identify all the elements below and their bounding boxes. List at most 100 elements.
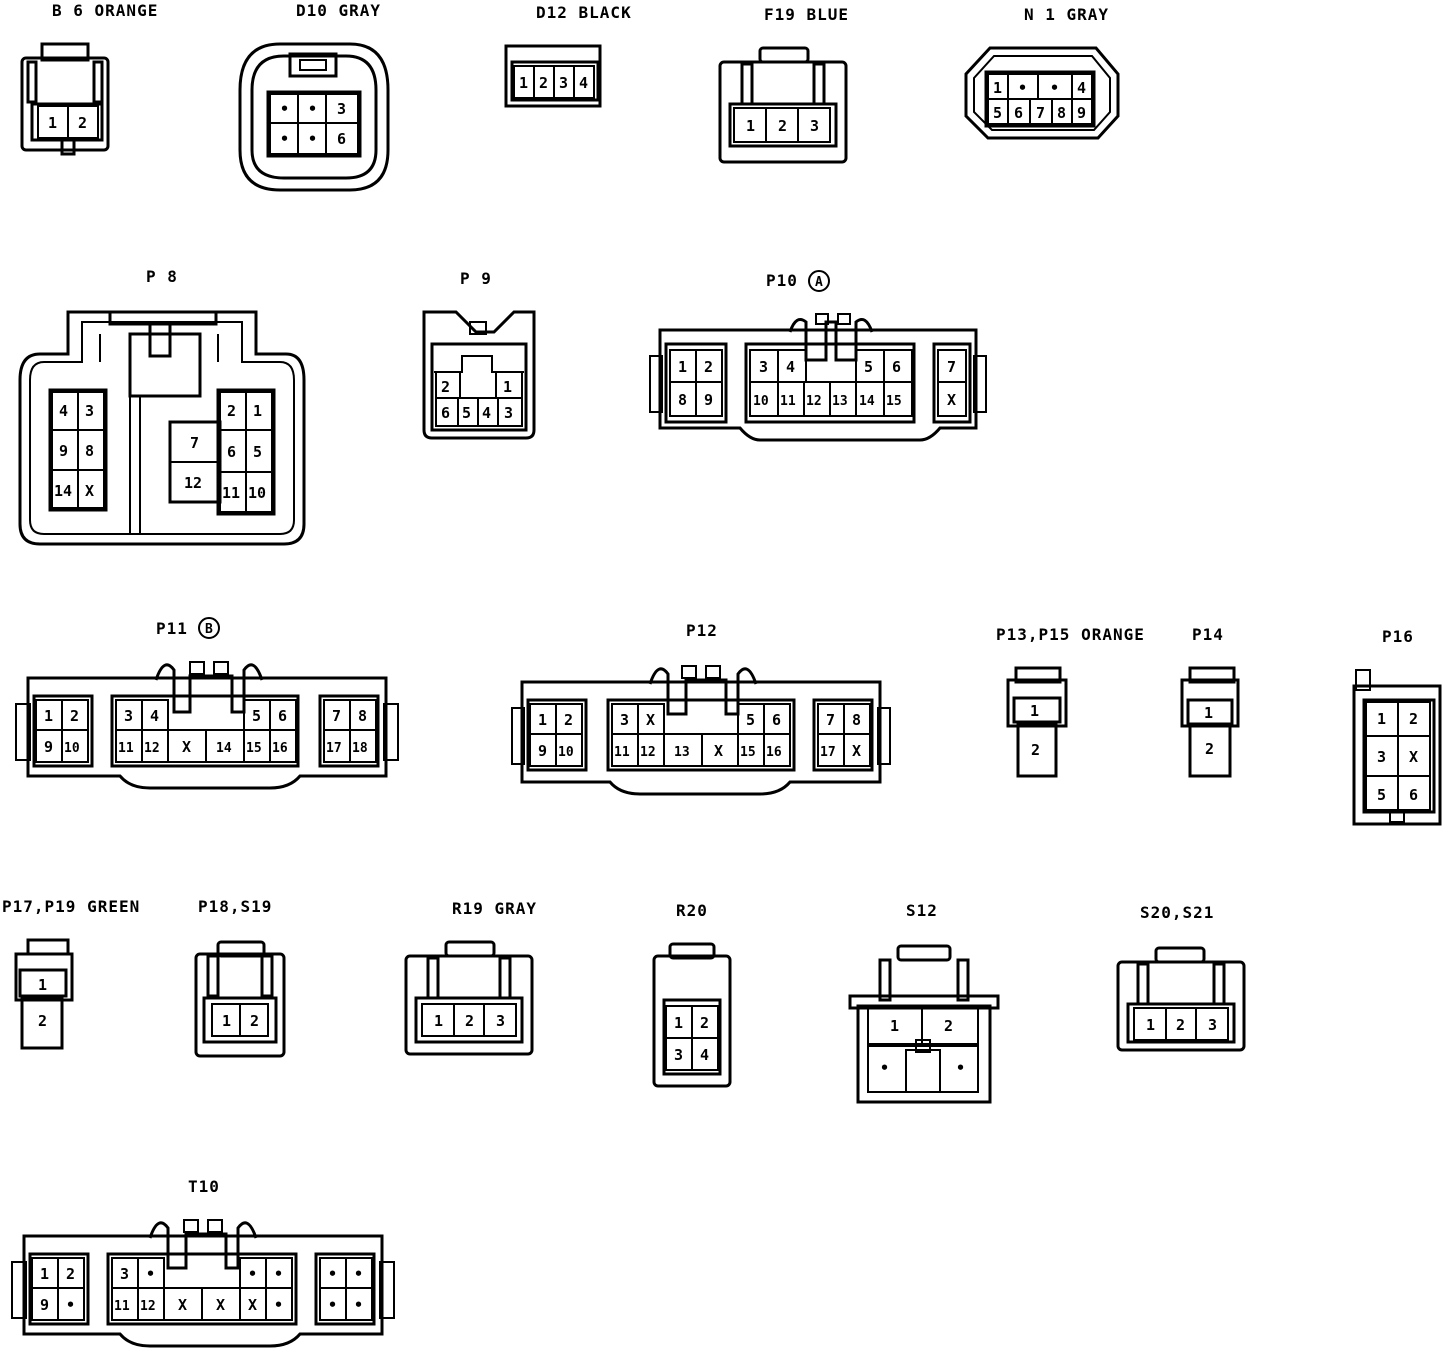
- pin-label: 15: [246, 741, 262, 756]
- pin-label: 6: [337, 130, 346, 148]
- pin-label: 4: [579, 74, 588, 92]
- pin-label: 2: [1205, 740, 1214, 758]
- pin-label: 8: [1057, 104, 1066, 122]
- connector-label: D10 GRAY: [296, 1, 381, 20]
- pin-label: •: [308, 130, 317, 148]
- pin-label: 1: [746, 117, 755, 135]
- pin-label: 2: [1031, 741, 1040, 759]
- pin-label: 3: [496, 1012, 505, 1030]
- connector-label: P16: [1382, 627, 1414, 646]
- pin-label: 12: [144, 741, 160, 756]
- pin-label: 12: [140, 1299, 156, 1314]
- pin-label: 15: [740, 745, 756, 760]
- pin-label: 5: [993, 104, 1002, 122]
- pin-label: 17: [820, 745, 836, 760]
- pin-label: 11: [114, 1299, 130, 1314]
- pin-label: 4: [700, 1046, 709, 1064]
- pin-label: X: [216, 1296, 225, 1314]
- pin-label: 1: [678, 358, 687, 376]
- pin-label: 6: [441, 404, 450, 422]
- pin-label: 2: [778, 117, 787, 135]
- pin-label: 3: [124, 707, 133, 725]
- pin-label: 2: [66, 1265, 75, 1283]
- connector-label: S12: [906, 901, 938, 920]
- pin-label: 8: [852, 711, 861, 729]
- pin-label: 1: [253, 402, 262, 420]
- pin-label: 1: [40, 1265, 49, 1283]
- connector-label: D12 BLACK: [536, 3, 632, 22]
- pin-label: 9: [1077, 104, 1086, 122]
- pin-label: 11: [780, 394, 796, 409]
- pin-label: X: [85, 482, 94, 500]
- pin-label: 1: [1146, 1016, 1155, 1034]
- pin-label: 1: [674, 1014, 683, 1032]
- pin-label: 3: [559, 74, 568, 92]
- pin-label: 1: [519, 74, 528, 92]
- pin-label: 1: [890, 1017, 899, 1035]
- pin-label: 15: [886, 394, 902, 409]
- pin-label: 14: [859, 394, 875, 409]
- pin-label: X: [182, 738, 191, 756]
- connector-label: F19 BLUE: [764, 5, 849, 24]
- pin-label: 10: [64, 741, 80, 756]
- pin-label: X: [178, 1296, 187, 1314]
- connector-f19: F19 BLUE 1 2 3: [718, 5, 849, 164]
- pin-label: 1: [1204, 704, 1213, 722]
- connector-r19: R19 GRAY 1 2 3: [404, 899, 536, 1056]
- pin-label: 9: [538, 742, 547, 760]
- pin-label: 2: [38, 1012, 47, 1030]
- pin-label: 8: [358, 707, 367, 725]
- pin-label: 1: [1030, 702, 1039, 720]
- pin-label: 3: [1208, 1016, 1217, 1034]
- pin-label: 11: [614, 745, 630, 760]
- pin-label: 6: [1409, 786, 1418, 804]
- pin-label: 14: [216, 741, 232, 756]
- connector-p10: P10 A 1 2 8 9 3 4 10 11 12 13 14 15 5 6 …: [649, 270, 987, 442]
- connector-label: N 1 GRAY: [1024, 5, 1109, 24]
- pin-label: •: [308, 100, 317, 118]
- connector-label: R20: [676, 901, 708, 920]
- pin-label: 9: [40, 1296, 49, 1314]
- connector-p14: P14 1 2: [1180, 625, 1240, 778]
- pin-label: 8: [678, 391, 687, 409]
- connector-b6: B 6 ORANGE 1 2: [20, 1, 157, 156]
- pin-label: X: [947, 391, 956, 409]
- pin-label: 6: [278, 707, 287, 725]
- connector-t10: T10 1 2 9 • 3 • 11 12 X X • • X • • • •: [11, 1177, 395, 1348]
- pin-label: •: [956, 1059, 965, 1077]
- pin-label: 2: [944, 1017, 953, 1035]
- pin-label: 2: [465, 1012, 474, 1030]
- pin-label: 3: [85, 402, 94, 420]
- connector-label: T10: [188, 1177, 220, 1196]
- connector-label: S20,S21: [1140, 903, 1214, 922]
- connector-d10: D10 GRAY • • 3 • • 6: [238, 1, 390, 192]
- connector-label: P18,S19: [198, 897, 272, 916]
- connector-label: P14: [1192, 625, 1224, 644]
- pin-label: •: [354, 1265, 363, 1283]
- connector-p12: P12 1 2 9 10 3 X 11 12 13 X 15 16 5 6 7 …: [511, 621, 891, 796]
- pin-label: 2: [539, 74, 548, 92]
- pin-label: 4: [150, 707, 159, 725]
- pin-label: 2: [704, 358, 713, 376]
- pin-label: 16: [272, 741, 288, 756]
- pin-label: 7: [947, 358, 956, 376]
- pin-label: 1: [44, 707, 53, 725]
- pin-label: 9: [704, 391, 713, 409]
- pin-label: 13: [674, 745, 690, 760]
- connector-label: P11: [156, 619, 188, 638]
- pin-label: 1: [222, 1012, 231, 1030]
- pin-label: 1: [538, 711, 547, 729]
- connector-p17-p19: P17,P19 GREEN 1 2: [2, 897, 139, 1050]
- pin-label: 18: [352, 741, 368, 756]
- pin-label: 5: [1377, 786, 1386, 804]
- pin-label: •: [280, 100, 289, 118]
- pin-label: 4: [59, 402, 68, 420]
- pin-grid-right: 2 1 6 5 11 10: [219, 391, 273, 513]
- connector-label: P10: [766, 271, 798, 290]
- pin-label: 5: [864, 358, 873, 376]
- pin-label: X: [852, 742, 861, 760]
- connector-s12: S12 1 2 • •: [848, 901, 1000, 1104]
- pin-label: 4: [1077, 79, 1086, 97]
- connector-p13-p15: P13,P15 ORANGE 1 2: [996, 625, 1144, 778]
- pin-label: X: [248, 1296, 257, 1314]
